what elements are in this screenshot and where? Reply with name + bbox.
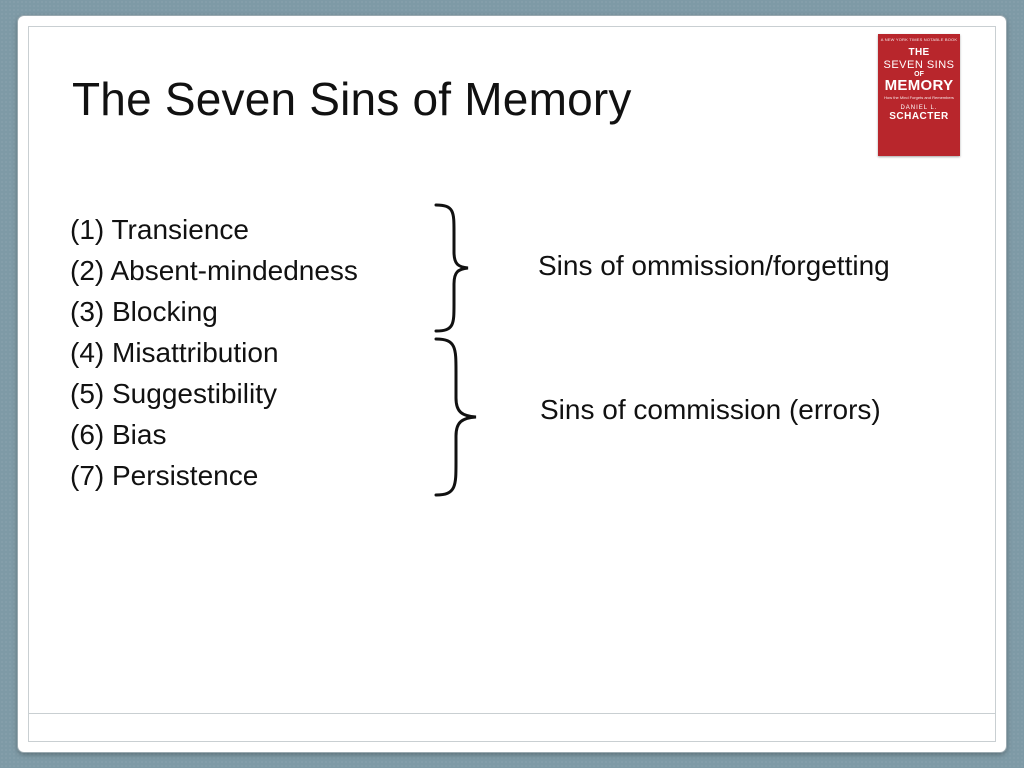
slide-title: The Seven Sins of Memory (72, 73, 632, 125)
book-title-of: OF (914, 71, 924, 78)
book-title-the: THE (908, 47, 930, 58)
list-item: (2) Absent-mindedness (70, 255, 358, 286)
commission-brace (434, 337, 477, 497)
sins-list: (1) Transience (2) Absent-mindedness (3)… (70, 209, 358, 496)
commission-label: Sins of commission (errors) (540, 394, 881, 425)
omission-brace (434, 203, 469, 333)
book-banner: A NEW YORK TIMES NOTABLE BOOK (880, 37, 958, 42)
book-title-seven-sins: SEVEN SINS (883, 59, 955, 71)
list-item: (1) Transience (70, 214, 249, 245)
footer-divider (28, 713, 996, 714)
omission-label: Sins of ommission/forgetting (538, 250, 890, 281)
list-item: (3) Blocking (70, 296, 218, 327)
list-item: (7) Persistence (70, 460, 259, 491)
book-cover-image: A NEW YORK TIMES NOTABLE BOOK THE SEVEN … (878, 34, 960, 156)
list-item: (4) Misattribution (70, 337, 279, 368)
slide: The Seven Sins of Memory (1) Transience … (18, 16, 1006, 752)
slide-inner-border (28, 26, 996, 742)
book-author-first: DANIEL L. (900, 105, 938, 111)
book-subtitle: How the Mind Forgets and Remembers (884, 95, 954, 100)
book-author-last: SCHACTER (889, 111, 949, 122)
list-item: (6) Bias (70, 419, 167, 450)
list-item: (5) Suggestibility (70, 378, 277, 409)
book-title-memory: MEMORY (884, 77, 954, 94)
